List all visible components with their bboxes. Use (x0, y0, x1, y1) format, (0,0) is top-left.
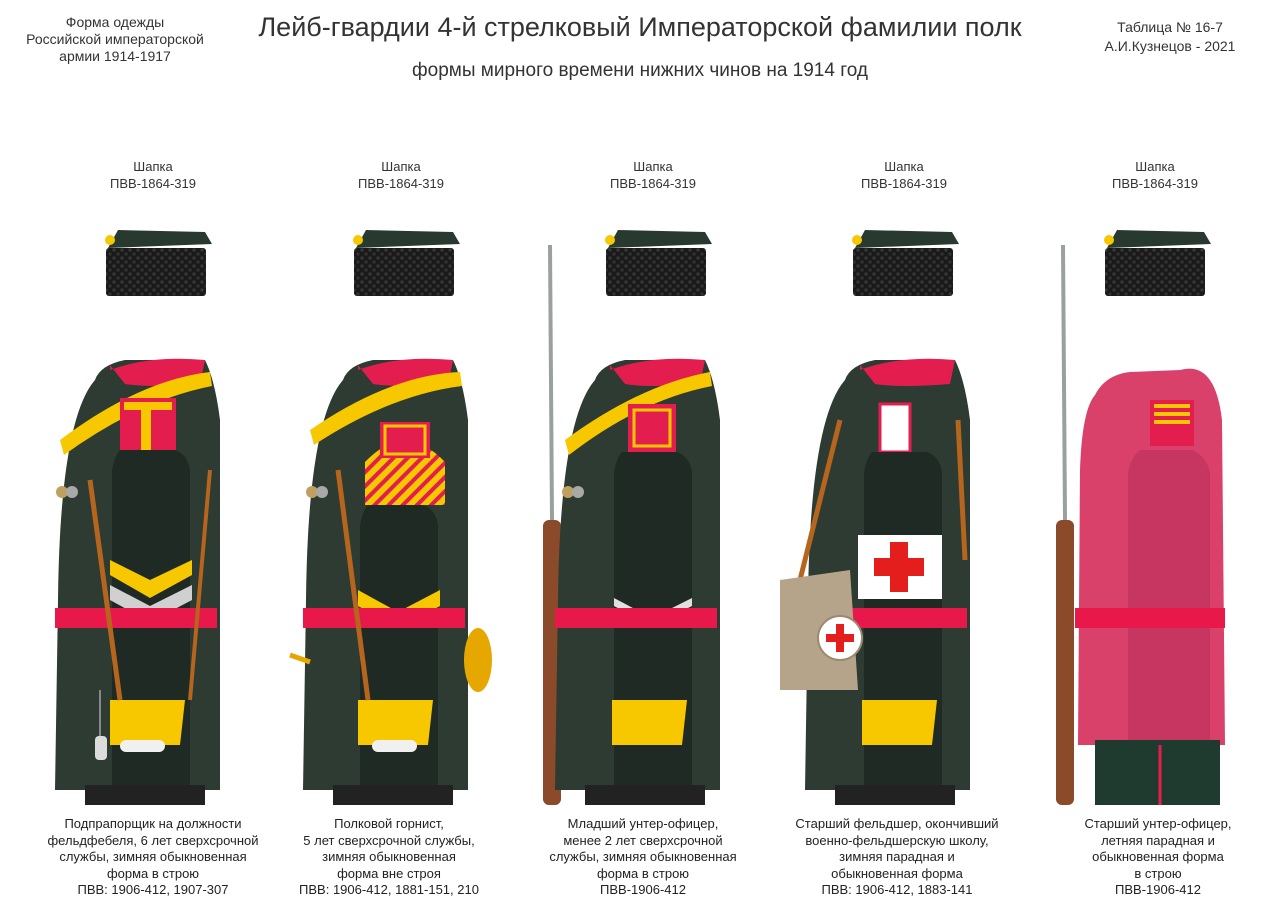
header-left-line: армии 1914-1917 (59, 48, 171, 64)
hat-label-2: Шапка ПВВ-1864-319 (358, 159, 444, 191)
caption-3: Младший унтер-офицер, менее 2 лет сверхс… (549, 816, 737, 897)
figure-2-bugler (289, 230, 492, 805)
header-left-block: Форма одежды Российской императорской ар… (10, 14, 220, 65)
tunic-3 (555, 358, 720, 805)
figure-3-junior-nco (543, 230, 720, 805)
caption-2: Полковой горнист, 5 лет сверхсрочной слу… (299, 816, 479, 897)
shirt-5 (1075, 368, 1225, 805)
figure-5-senior-nco (1056, 230, 1225, 805)
rifle-5 (1056, 244, 1074, 805)
hat-3 (605, 230, 712, 296)
caption-1: Подпрапорщик на должности фельдфебеля, 6… (47, 816, 259, 897)
page-subtitle: формы мирного времени нижних чинов на 19… (412, 60, 868, 81)
hat-label-1: Шапка ПВВ-1864-319 (110, 159, 196, 191)
hat-4 (852, 230, 959, 296)
hat-label-5: Шапка ПВВ-1864-319 (1112, 159, 1198, 191)
caption-4: Старший фельдшер, окончивший военно-фель… (795, 816, 999, 897)
page-title: Лейб-гвардии 4-й стрелковый Императорско… (258, 12, 1022, 42)
header-left-line: Российской императорской (26, 31, 204, 47)
hat-1 (105, 230, 212, 296)
header-left-line: Форма одежды (65, 14, 165, 30)
hat-2 (353, 230, 460, 296)
figure-1-sergeant-major (55, 230, 220, 805)
tunic-2 (289, 358, 492, 805)
author-credit: А.И.Кузнецов - 2021 (1104, 38, 1236, 54)
tunic-1 (55, 358, 220, 805)
figure-4-medic (780, 230, 970, 805)
header-right-block: Таблица № 16-7 А.И.Кузнецов - 2021 (1090, 18, 1250, 56)
hat-label-4: Шапка ПВВ-1864-319 (861, 159, 947, 191)
tunic-4 (780, 358, 970, 805)
caption-5: Старший унтер-офицер, летняя парадная и … (1084, 816, 1232, 897)
hat-5 (1104, 230, 1211, 296)
hat-label-3: Шапка ПВВ-1864-319 (610, 159, 696, 191)
table-number: Таблица № 16-7 (1117, 19, 1223, 35)
uniform-illustrations (55, 230, 1225, 805)
